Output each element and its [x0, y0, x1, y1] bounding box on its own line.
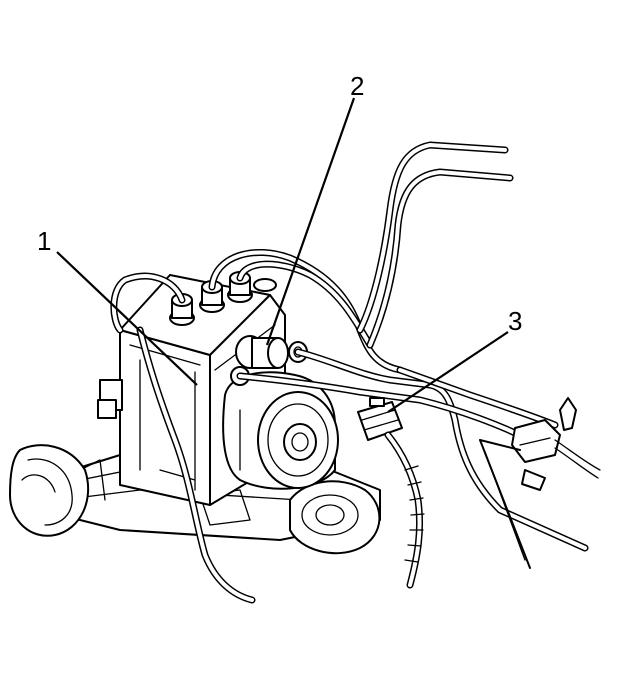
callout-1: 1 — [37, 226, 51, 256]
pump-motor — [222, 371, 339, 490]
leader-line-3 — [387, 331, 509, 413]
modulator-connector — [230, 335, 308, 386]
leader-lines — [56, 97, 509, 413]
callout-3: 3 — [508, 306, 522, 336]
callout-2: 2 — [350, 71, 364, 101]
callout-labels: 1 2 3 — [37, 71, 522, 336]
leader-line-2 — [265, 97, 356, 346]
bracket-lines — [479, 439, 531, 569]
line-retainer-clip — [511, 397, 601, 491]
brake-lines — [110, 141, 589, 604]
brake-line-fittings — [169, 271, 277, 326]
leader-line-1 — [56, 251, 198, 386]
mount-bracket — [289, 480, 381, 555]
booster-housing — [9, 444, 90, 537]
harness-connector — [357, 397, 425, 589]
